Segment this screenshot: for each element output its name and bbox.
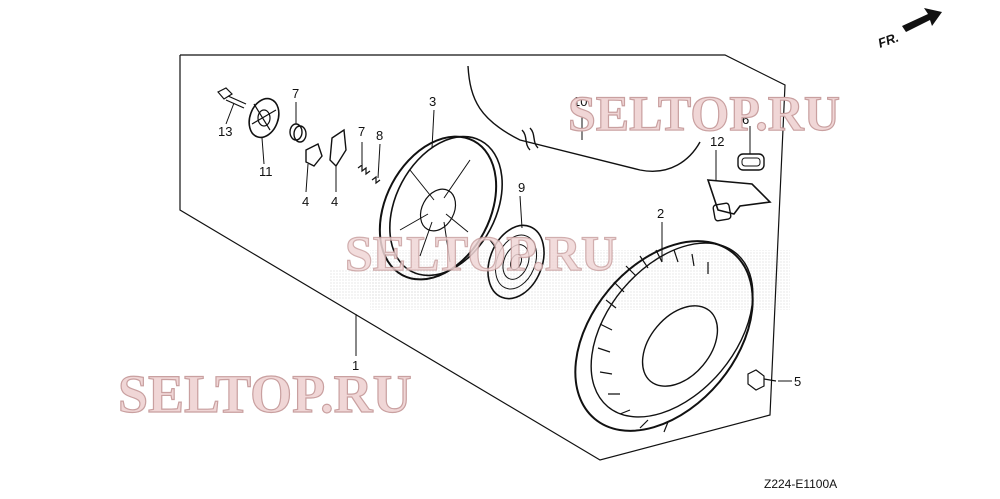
part-2-starter-case [574,240,754,433]
callout-7-right: 8 [376,128,383,143]
callout-6: 9 [518,180,525,195]
callout-7-left: 7 [358,124,365,139]
diagram-code: Z224-E1100A [764,477,837,491]
part-4-pawl-left [305,143,323,167]
callout-2: 2 [657,206,664,221]
part-5-spring [289,123,307,143]
callout-10: 10 [573,94,587,109]
assembly-frame [179,54,786,461]
callout-11: 6 [742,112,749,127]
callout-8: 11 [259,164,273,179]
watermark-bottom: SELTOP.RU [118,364,412,424]
part-7-spring-left [357,163,371,176]
part-10-rope [467,65,701,172]
part-6-recoil-spring [487,224,545,300]
callout-4-right: 4 [331,194,338,209]
part-9-handle [706,179,772,222]
callout-5: 7 [292,86,299,101]
part-12-bolt [217,87,247,109]
front-arrow-icon [902,8,942,32]
callout-3: 3 [429,94,436,109]
part-4-pawl-right [329,128,347,168]
callout-1: 1 [352,358,359,373]
part-10-rope-break [521,127,539,151]
part-7-spring-right [371,175,381,185]
part-3-reel [378,135,503,281]
callout-13: 5 [794,374,801,389]
watermark-top: SELTOP.RU [568,85,840,141]
callout-12: 13 [218,124,232,139]
part-8-ratchet [248,97,280,139]
front-marker-label: FR. [876,30,901,51]
part-13-bolt [747,369,777,391]
leader-lines [225,102,792,382]
watermark-middle: SELTOP.RU [345,225,617,281]
callout-4-left: 4 [302,194,309,209]
callout-9: 12 [710,134,724,149]
part-11-grip-insert [737,153,765,171]
